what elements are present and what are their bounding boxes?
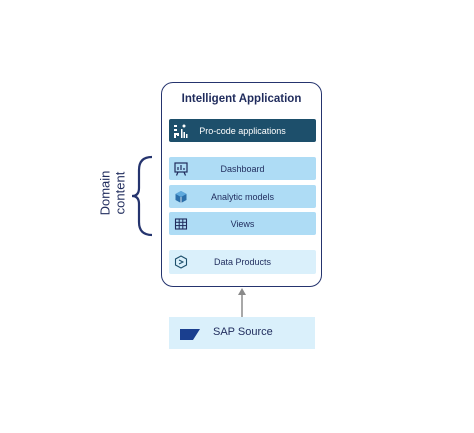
domain-content-label: Domain content (87, 165, 137, 221)
bracket-label-line2: content (111, 171, 127, 215)
sap-logo-icon (180, 327, 200, 345)
layer-label: Dashboard (220, 163, 265, 174)
layer-label: Pro-code applications (199, 125, 286, 136)
layer-label: Views (230, 218, 255, 229)
sap-source-label: SAP Source (213, 326, 273, 338)
domain-bracket (131, 155, 153, 237)
layer-analytic-models: Analytic models (169, 185, 316, 208)
bracket-label-line1: Domain (96, 170, 112, 216)
layer-dashboard: Dashboard (169, 157, 316, 180)
diagram-title: Intelligent Application (181, 93, 302, 105)
table-icon (174, 217, 188, 231)
presentation-board-icon (174, 161, 188, 176)
data-cube-icon (174, 255, 188, 269)
layer-label: Data Products (213, 257, 272, 267)
sap-source-box: SAP Source (169, 317, 315, 349)
layer-label: Analytic models (210, 191, 275, 202)
bar-chart-icon (174, 124, 188, 138)
layer-data-products: Data Products (169, 250, 316, 274)
cube-icon (174, 190, 188, 204)
layer-pro-code-applications: Pro-code applications (169, 119, 316, 142)
source-arrow-head (238, 288, 246, 295)
layer-views: Views (169, 212, 316, 235)
